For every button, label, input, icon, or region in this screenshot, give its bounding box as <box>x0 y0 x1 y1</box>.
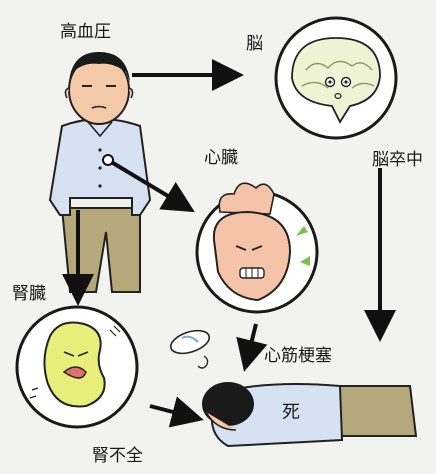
pill-icon <box>169 329 211 369</box>
label-renal-failure: 腎不全 <box>92 446 143 466</box>
hypertensive-man-figure <box>48 52 152 293</box>
kidney-illustration <box>15 305 139 429</box>
arrow-kidney-to-death <box>149 396 204 428</box>
arrow-to-heart <box>106 158 195 213</box>
collapsed-person-figure <box>202 382 418 448</box>
brain-illustration <box>274 16 398 140</box>
heart-illustration <box>195 182 319 314</box>
label-hypertension: 高血圧 <box>60 22 111 42</box>
label-stroke: 脳卒中 <box>372 150 423 170</box>
label-kidney: 腎臓 <box>12 284 46 304</box>
label-brain: 脳 <box>246 34 263 54</box>
arrow-heart-to-death <box>236 323 268 372</box>
label-myocardial-infarction: 心筋梗塞 <box>264 346 332 366</box>
label-heart: 心臓 <box>204 148 238 168</box>
flow-arrows <box>62 59 396 428</box>
label-death: 死 <box>282 402 300 423</box>
